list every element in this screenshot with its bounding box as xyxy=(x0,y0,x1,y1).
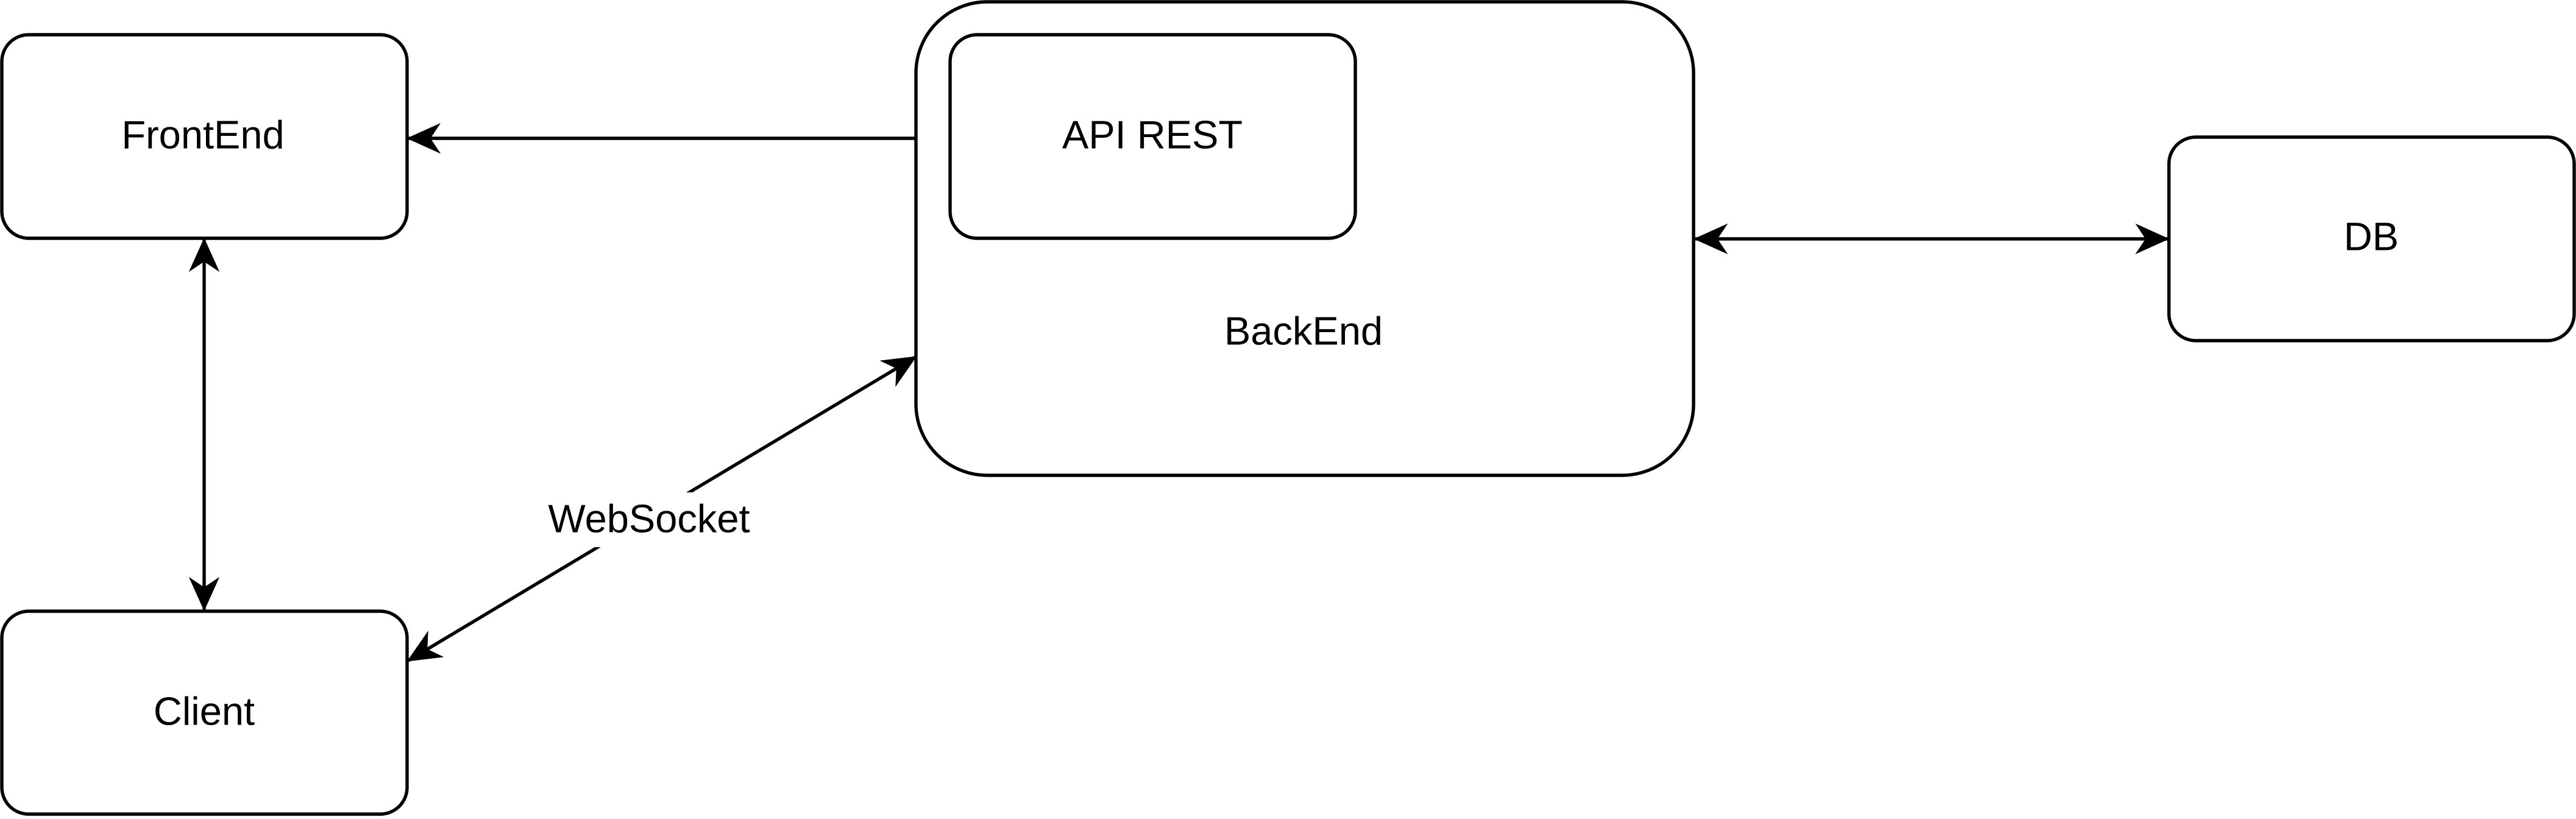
node-api-rest[interactable]: API REST xyxy=(948,33,1357,240)
websocket-label: WebSocket xyxy=(548,497,750,541)
frontend-label: FrontEnd xyxy=(121,113,284,157)
backend-label: BackEnd xyxy=(1224,309,1383,353)
api-rest-label: API REST xyxy=(1062,113,1243,157)
db-label: DB xyxy=(2344,214,2399,259)
edge-label-background xyxy=(536,492,762,547)
api-rest-box xyxy=(948,33,1357,240)
node-db[interactable]: DB xyxy=(2167,135,2576,342)
client-label: Client xyxy=(154,689,255,734)
node-client[interactable]: Client xyxy=(0,609,409,816)
edge-label-websocket: WebSocket xyxy=(536,492,762,547)
db-box xyxy=(2167,135,2576,342)
client-box xyxy=(0,609,409,816)
node-frontend[interactable]: FrontEnd xyxy=(0,33,409,240)
frontend-box xyxy=(0,33,409,240)
